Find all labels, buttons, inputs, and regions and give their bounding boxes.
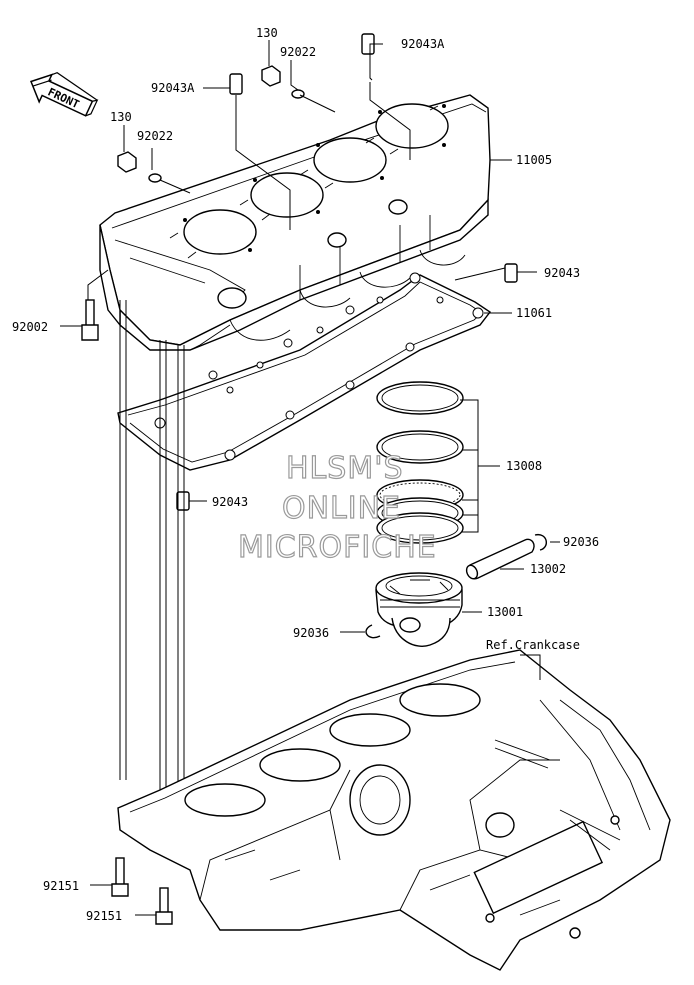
label-92043-right: 92043: [544, 266, 580, 280]
label-92036-right: 92036: [563, 535, 599, 549]
label-92036-left: 92036: [293, 626, 329, 640]
label-11061: 11061: [516, 306, 552, 320]
stud-92002: [81, 299, 99, 341]
circlip-92036-right: [534, 534, 547, 551]
front-arrow-icon: FRONT: [30, 72, 99, 117]
piston-rings-13008: [376, 381, 464, 544]
piston-13001: [375, 572, 463, 647]
label-92002: 92002: [12, 320, 48, 334]
label-13002: 13002: [530, 562, 566, 576]
label-11005: 11005: [516, 153, 552, 167]
label-13001: 13001: [487, 605, 523, 619]
label-92043-left: 92043: [212, 495, 248, 509]
label-ref-crankcase: Ref.Crankcase: [486, 638, 580, 652]
label-92043A-left: 92043A: [151, 81, 195, 95]
bolt-130-b: [117, 151, 162, 183]
label-92022-b: 92022: [137, 129, 173, 143]
bolt-92151-a: [111, 857, 129, 897]
dowel-92043-right: [504, 263, 518, 283]
watermark-line-2: ONLINE: [282, 491, 401, 526]
watermark-line-3: MICROFICHE: [238, 530, 437, 565]
label-92022-a: 92022: [280, 45, 316, 59]
gasket-11061: [117, 272, 492, 471]
crankcase: [117, 649, 671, 971]
bolt-92151-b: [155, 887, 173, 925]
label-92151-a: 92151: [43, 879, 79, 893]
label-130-b: 130: [110, 110, 132, 124]
bolt-130-a: [261, 65, 305, 99]
cylinder-block-11005: [99, 33, 491, 351]
label-13008: 13008: [506, 459, 542, 473]
long-studs: [119, 300, 185, 790]
leader-lines: [60, 40, 560, 916]
label-92151-b: 92151: [86, 909, 122, 923]
label-92043A-top: 92043A: [401, 37, 445, 51]
circlip-92036-left: [365, 624, 381, 639]
piston-pin-13002: [465, 538, 535, 580]
dowel-92043-left: [176, 491, 190, 511]
label-130-a: 130: [256, 26, 278, 40]
watermark-line-1: HLSM'S: [286, 451, 404, 486]
